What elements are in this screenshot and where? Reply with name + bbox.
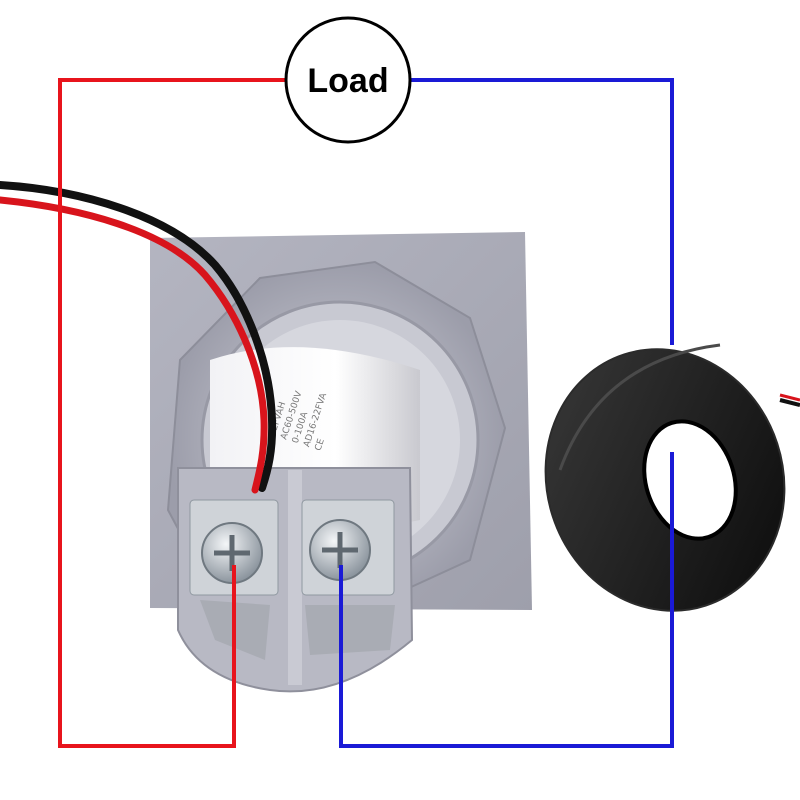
load-label: Load — [307, 62, 388, 100]
sense-cable — [0, 181, 277, 494]
current-transformer — [544, 343, 800, 612]
terminal-divider — [288, 470, 302, 685]
ct-ring-hole — [642, 419, 738, 541]
load-circle — [284, 16, 412, 144]
neutral-wire — [410, 78, 674, 345]
neutral-wire-lower — [339, 452, 674, 748]
cable-black-wire — [0, 181, 277, 492]
body-label-line: CE — [314, 437, 327, 452]
cable-red-wire — [0, 196, 268, 494]
live-wire — [58, 78, 290, 748]
load-node: Load — [284, 16, 412, 144]
